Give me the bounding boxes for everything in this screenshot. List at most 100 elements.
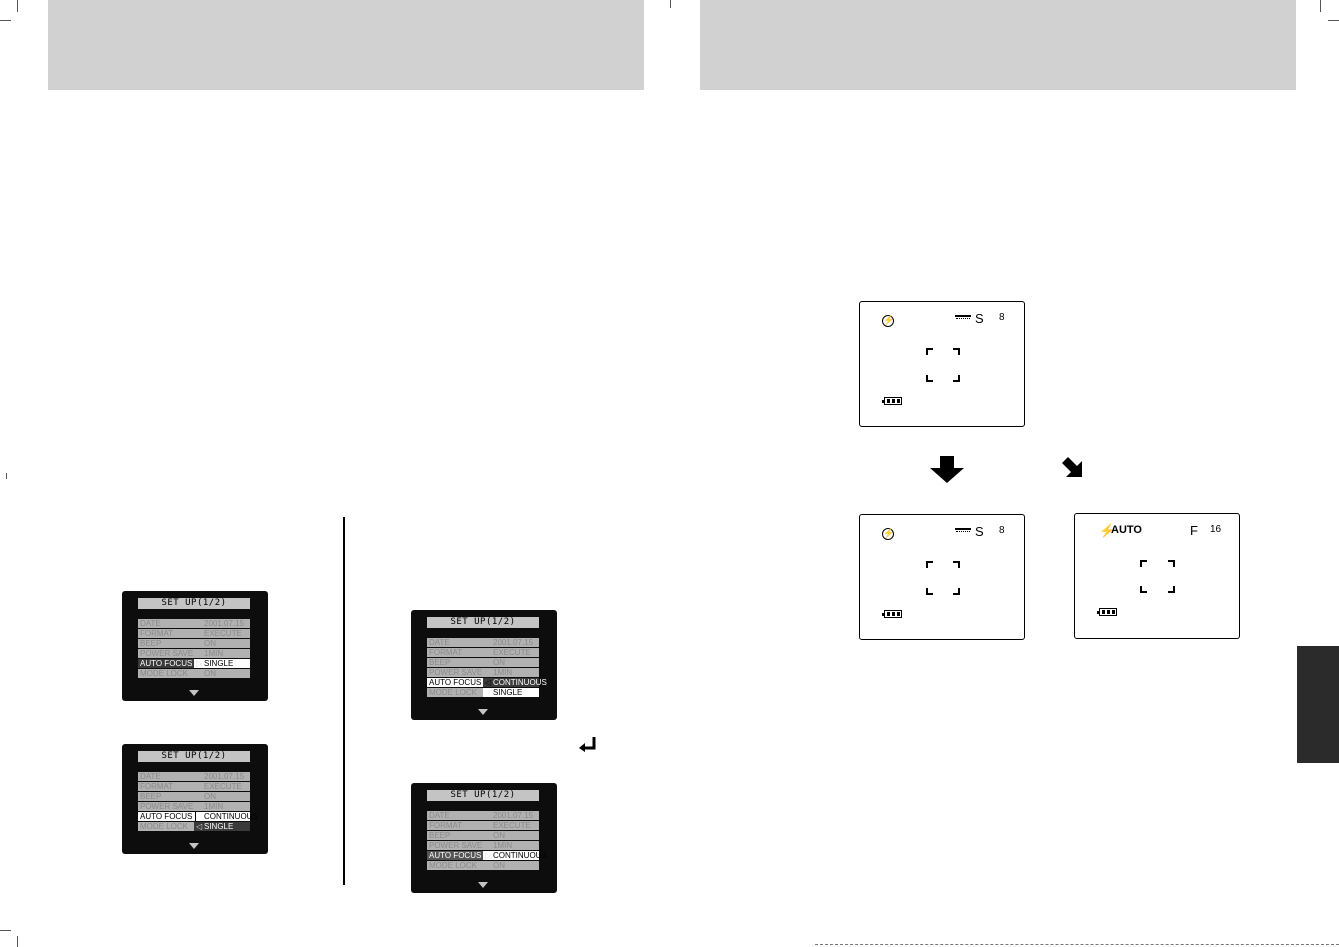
setup-row-format: FORMAT EXECUTE [427,821,539,831]
row-value: 1MIN [493,668,513,677]
row-value: ON [493,658,505,667]
row-value: EXECUTE [493,648,531,657]
row-label: POWER SAVE [429,668,483,677]
setup-row-auto-focus[interactable]: AUTO FOCUS CONTINUOUS [138,812,258,822]
row-label: DATE [429,638,450,647]
row-value: SINGLE [204,659,234,668]
left-header-band [48,0,644,90]
row-label: POWER SAVE [140,649,194,658]
row-value: CONTINUOUS [204,812,258,821]
row-label: FORMAT [429,821,463,830]
setup-row-auto-focus[interactable]: AUTO FOCUS◁CONTINUOUS [427,678,547,688]
row-label: BEEP [429,658,451,667]
diagonal-arrow-icon [1062,457,1082,477]
row-label: FORMAT [140,782,174,791]
row-value: 1MIN [204,649,224,658]
mode-letter: S [975,524,984,539]
row-value: ON [204,792,216,801]
row-label: AUTO FOCUS [140,659,193,668]
right-header-band [700,0,1296,90]
setup-row-auto-focus[interactable]: AUTO FOCUS▷CONTINUOUS [427,851,547,861]
setup-row-beep: BEEP ON [138,792,250,802]
arrow-right-icon: ▷ [196,659,203,668]
arrow-right-icon: ▷ [485,851,492,860]
row-value: 1MIN [493,841,513,850]
row-label: DATE [140,619,161,628]
battery-icon [1097,608,1117,616]
row-value: ON [204,669,216,678]
setup-row-date: DATE 2001.07.15 [427,638,539,648]
row-value: ON [493,861,505,870]
row-label: AUTO FOCUS [429,851,482,860]
row-label: MODE LOCK [140,669,189,678]
setup-row-beep: BEEP ON [427,831,539,841]
row-value: ON [493,831,505,840]
setup-title: SET UP(1/2) [427,617,539,628]
down-arrow-icon [478,709,488,715]
row-label: POWER SAVE [140,802,194,811]
crop-mark [670,0,671,8]
down-arrow-icon [478,882,488,888]
row-label: BEEP [140,792,162,801]
down-arrow-icon [189,843,199,849]
row-label: POWER SAVE [429,841,483,850]
focus-frame-corner [926,348,933,355]
setup-row-power-save: POWER SAVE 1MIN [138,649,250,659]
bottom-rule [815,944,1339,946]
focus-frame-corner [926,588,933,595]
setup-row-power-save: POWER SAVE 1MIN [427,668,539,678]
shot-count: 8 [999,312,1005,323]
row-label: FORMAT [429,648,463,657]
crop-mark [17,0,18,12]
row-label: BEEP [429,831,451,840]
focus-frame-corner [926,375,933,382]
setup-title: SET UP(1/2) [138,598,250,609]
setup-row-format: FORMAT EXECUTE [427,648,539,658]
focus-frame-corner [1168,560,1175,567]
setup-option-single[interactable]: SINGLE [483,688,539,698]
row-label: MODE LOCK [429,861,478,870]
setup-title: SET UP(1/2) [427,790,539,801]
focus-frame-corner [953,348,960,355]
row-value: EXECUTE [204,782,242,791]
mode-letter: S [975,311,984,326]
row-label: AUTO FOCUS [140,812,193,821]
viewfinder-display-top: ⚡ S 8 [859,301,1025,427]
setup-row-power-save: POWER SAVE 1MIN [427,841,539,851]
focus-frame-corner [926,561,933,568]
row-value: 2001.07.15 [493,638,534,647]
row-label: DATE [140,772,161,781]
row-value: 1MIN [204,802,224,811]
focus-frame-corner [1140,560,1147,567]
row-value: ON [204,639,216,648]
setup-title: SET UP(1/2) [138,751,250,762]
row-value: 2001.07.15 [204,772,245,781]
focus-frame-corner [1168,586,1175,593]
setup-row-power-save: POWER SAVE 1MIN [138,802,250,812]
setup-option-single[interactable]: ◁SINGLE [194,822,250,832]
flash-auto-icon: ⚡ [1099,523,1116,538]
viewfinder-display-left: ⚡ S 8 [859,514,1025,640]
setup-row-beep: BEEP ON [427,658,539,668]
setup-row-mode-lock: MODE LOCK ON [138,669,250,679]
crop-mark [1328,20,1339,21]
white-balance-icon [955,528,971,535]
enter-icon [579,737,596,752]
row-value: EXECUTE [493,821,531,830]
setup-row-auto-focus[interactable]: AUTO FOCUS▷SINGLE [138,659,250,669]
crop-mark [0,20,11,21]
viewfinder-display-right: ⚡ AUTO F 16 [1074,513,1240,639]
shot-count: 8 [999,525,1005,536]
setup-row-mode-lock: MODE LOCK ON [427,861,539,871]
setup-row-format: FORMAT EXECUTE [138,782,250,792]
row-value: CONTINUOUS [493,851,547,860]
down-arrow-icon [189,690,199,696]
separator [195,812,196,821]
white-balance-icon [955,315,971,322]
side-tab [1297,646,1339,763]
